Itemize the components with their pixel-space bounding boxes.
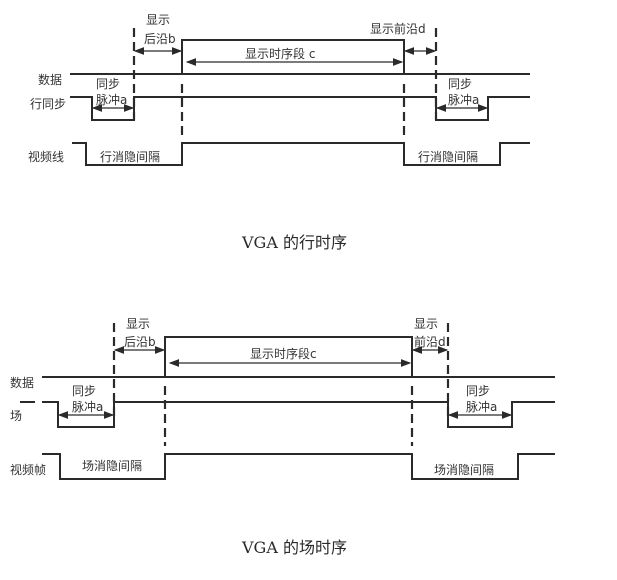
front-porch-label: 显示前沿d	[370, 21, 426, 36]
sync-pulse-label-right-1: 同步	[448, 77, 472, 91]
data-signal-label: 数据	[10, 375, 34, 390]
blanking-label-right: 行消隐间隔	[418, 150, 478, 164]
back-porch-label-2: 后沿b	[124, 335, 156, 349]
data-signal-label: 数据	[38, 72, 62, 87]
video-line-waveform	[72, 142, 530, 166]
blanking-label-right: 场消隐间隔	[434, 463, 494, 477]
back-porch-label-1: 显示	[146, 13, 170, 27]
video-signal-label: 视频帧	[10, 462, 46, 477]
sync-pulse-label-right-2: 脉冲a	[448, 92, 479, 107]
blanking-label-left: 场消隐间隔	[82, 459, 142, 473]
line-timing-caption: VGA 的行时序	[241, 233, 347, 252]
sync-pulse-label-2: 脉冲a	[96, 92, 127, 107]
sync-signal-label: 行同步	[30, 97, 66, 111]
video-signal-label: 视频线	[28, 149, 64, 164]
sync-pulse-label-1: 同步	[72, 384, 96, 398]
blanking-label-left: 行消隐间隔	[100, 150, 160, 164]
line-timing-diagram: 显示 后沿b 显示前沿d 显示时序段 c 数据 行同步 视频线 同步 脉冲a 同…	[28, 13, 530, 252]
display-window	[164, 336, 413, 377]
sync-signal-label: 场	[10, 409, 22, 423]
sync-pulse-label-2: 脉冲a	[72, 399, 103, 414]
front-porch-label-2: 前沿d	[414, 334, 446, 349]
display-label: 显示时序段 c	[245, 46, 315, 61]
sync-pulse-label-right-2: 脉冲a	[466, 399, 497, 414]
frame-timing-caption: VGA 的场时序	[241, 538, 347, 557]
display-label: 显示时序段c	[250, 346, 317, 361]
display-window	[181, 39, 405, 74]
sync-pulse-label-1: 同步	[96, 77, 120, 91]
video-frame-waveform	[42, 453, 555, 480]
sync-pulse-label-right-1: 同步	[466, 384, 490, 398]
back-porch-label-1: 显示	[126, 317, 150, 331]
front-porch-label-1: 显示	[414, 317, 438, 331]
back-porch-label-2: 后沿b	[144, 32, 176, 46]
frame-timing-diagram: 显示 后沿b 显示 前沿d 显示时序段c 数据 场 视频帧 同步 脉冲a 同步 …	[10, 317, 555, 557]
